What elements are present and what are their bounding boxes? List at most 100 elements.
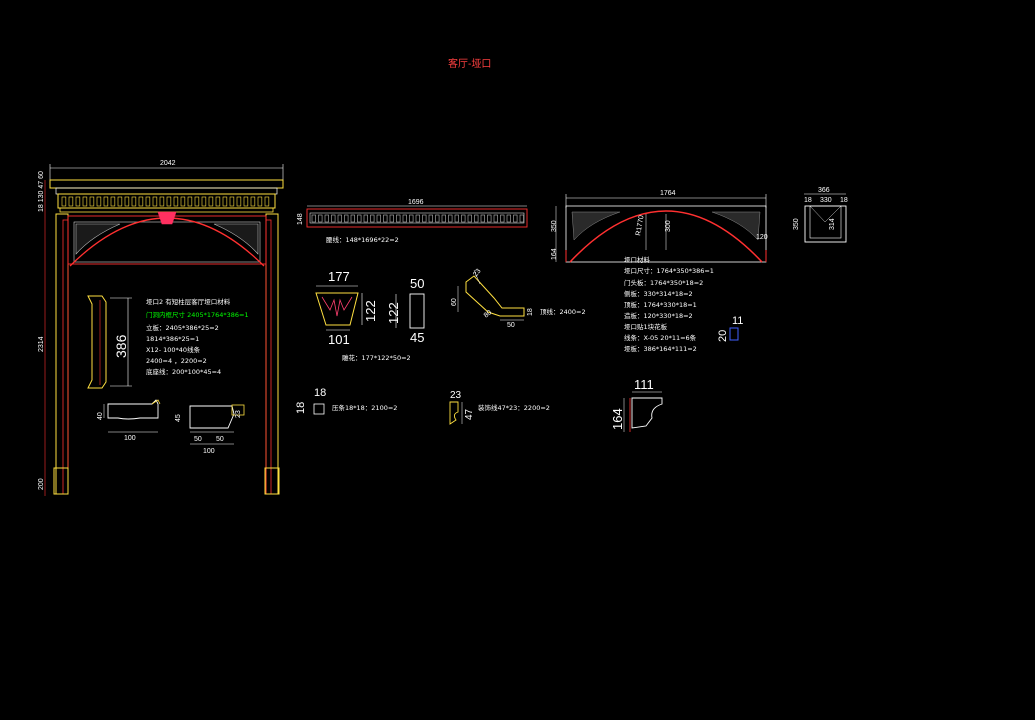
note-left-0: 垭口2 有短柱层客厅垭口材料 (146, 297, 231, 306)
dentil (376, 214, 381, 223)
base-h2-dim: 23 (235, 410, 242, 418)
crown-molding: 23 60 80 50 18 顶线：2400=2 (451, 268, 586, 329)
dentil (467, 214, 472, 223)
frame-height-dim: 2314 (38, 336, 45, 352)
crown-dim-c: 80 (483, 309, 494, 319)
box-h1-dim: 350 (793, 218, 800, 230)
dentil (89, 196, 95, 207)
side-profile-386: 386 (87, 295, 132, 389)
box-t2-dim: 330 (820, 197, 832, 204)
dentil (409, 214, 414, 223)
dentil (187, 196, 193, 207)
side-profile-height-dim: 386 (113, 334, 129, 358)
dentil (454, 214, 459, 223)
dentil (493, 214, 498, 223)
cap-width-dim: 100 (124, 435, 136, 442)
dentil (311, 214, 316, 223)
dentil (131, 196, 137, 207)
base-w1-dim: 50 (194, 436, 202, 443)
box-top-total-dim: 366 (818, 187, 830, 194)
note-left-2: 立板：2405*386*25=2 (146, 323, 219, 332)
dentil (363, 214, 368, 223)
base-h1-dim: 45 (175, 414, 182, 422)
arch-note-1: 垭口尺寸：1764*350*386=1 (624, 266, 714, 275)
dentil (422, 214, 427, 223)
dentil (519, 214, 524, 223)
cornice-dentils (61, 196, 270, 207)
small-molding: 23 47 装饰线47*23：2200=2 (449, 390, 550, 425)
block-height-dim: 122 (386, 302, 401, 324)
dentil (257, 196, 263, 207)
bead-width-dim: 11 (732, 315, 743, 327)
corbel: 111 164 (610, 377, 663, 432)
dentil (441, 214, 446, 223)
keystone-bottom-dim: 101 (328, 332, 350, 347)
bead-height-dim: 20 (717, 330, 729, 342)
arch-note-7: 线条：X-05 20*11=6条 (624, 333, 697, 342)
strip-note: 压条18*18：2100=2 (332, 403, 397, 412)
arch-width-dim: 1764 (660, 190, 676, 197)
tiny-bead: 11 20 (717, 315, 743, 342)
dentil (236, 196, 242, 207)
dentil-band: 1696 148 腰线：148*1696*22=2 (297, 199, 528, 244)
arch-note-2: 门头板：1764*350*18=2 (624, 278, 703, 287)
dentil (173, 196, 179, 207)
keystone-note: 雕花：177*122*50=2 (342, 353, 411, 362)
arch-note-5: 造板：120*330*18=2 (624, 311, 693, 320)
dentil (152, 196, 158, 207)
dentil (500, 214, 505, 223)
side-block: 50 122 45 (386, 276, 424, 345)
box-h2-dim: 314 (829, 218, 836, 230)
frame-top-stack-dim: 18 130 47 60 (38, 171, 45, 212)
base-w2-dim: 50 (216, 436, 224, 443)
dentil (337, 214, 342, 223)
note-left-6: 底座线：200*100*45=4 (146, 367, 221, 376)
arch-panel: 1764 350 164 R1770 300 120 (551, 190, 768, 263)
dentil (250, 196, 256, 207)
corbel-height-dim: 164 (610, 408, 625, 430)
arch-h2-dim: 164 (551, 248, 558, 260)
box-t1-dim: 18 (804, 197, 812, 204)
dentil (208, 196, 214, 207)
frame-base-dim: 200 (38, 478, 45, 490)
cap-profile: 40 100 (97, 399, 161, 442)
dentil (75, 196, 81, 207)
dentil (215, 196, 221, 207)
dentil (222, 196, 228, 207)
band-note: 腰线：148*1696*22=2 (326, 235, 399, 244)
dentil (117, 196, 123, 207)
cap-height-dim: 40 (97, 412, 104, 420)
dentil (243, 196, 249, 207)
block-top-dim: 50 (410, 276, 424, 291)
drawing-title: 客厅-垭口 (448, 57, 491, 70)
dentil (428, 214, 433, 223)
dentil (124, 196, 130, 207)
dentil (480, 214, 485, 223)
dentil (383, 214, 388, 223)
dentil (145, 196, 151, 207)
dentil (82, 196, 88, 207)
keystone-top-dim: 177 (328, 269, 350, 284)
keystone-height-dim: 122 (363, 300, 378, 322)
dentil (487, 214, 492, 223)
molding-width-dim: 23 (450, 390, 462, 401)
dentil (180, 196, 186, 207)
dentil (448, 214, 453, 223)
dentil (229, 196, 235, 207)
dentil (324, 214, 329, 223)
box-t3-dim: 18 (840, 197, 848, 204)
arch-note-0: 垭口材料 (624, 255, 651, 264)
note-left-1: 门洞内框尺寸 2405*1764*386=1 (146, 310, 249, 319)
dentil (357, 214, 362, 223)
block-bottom-dim: 45 (410, 330, 424, 345)
arch-r3-dim: 120 (756, 234, 768, 241)
box-section: 366 18 330 18 350 314 (793, 187, 848, 243)
dentil (61, 196, 67, 207)
band-dentils (311, 214, 524, 223)
arch-note-8: 垭板：386*164*111=2 (624, 344, 697, 353)
base-profile: 45 23 50 50 100 (175, 404, 245, 455)
dentil (344, 214, 349, 223)
dentil (201, 196, 207, 207)
dentil (68, 196, 74, 207)
